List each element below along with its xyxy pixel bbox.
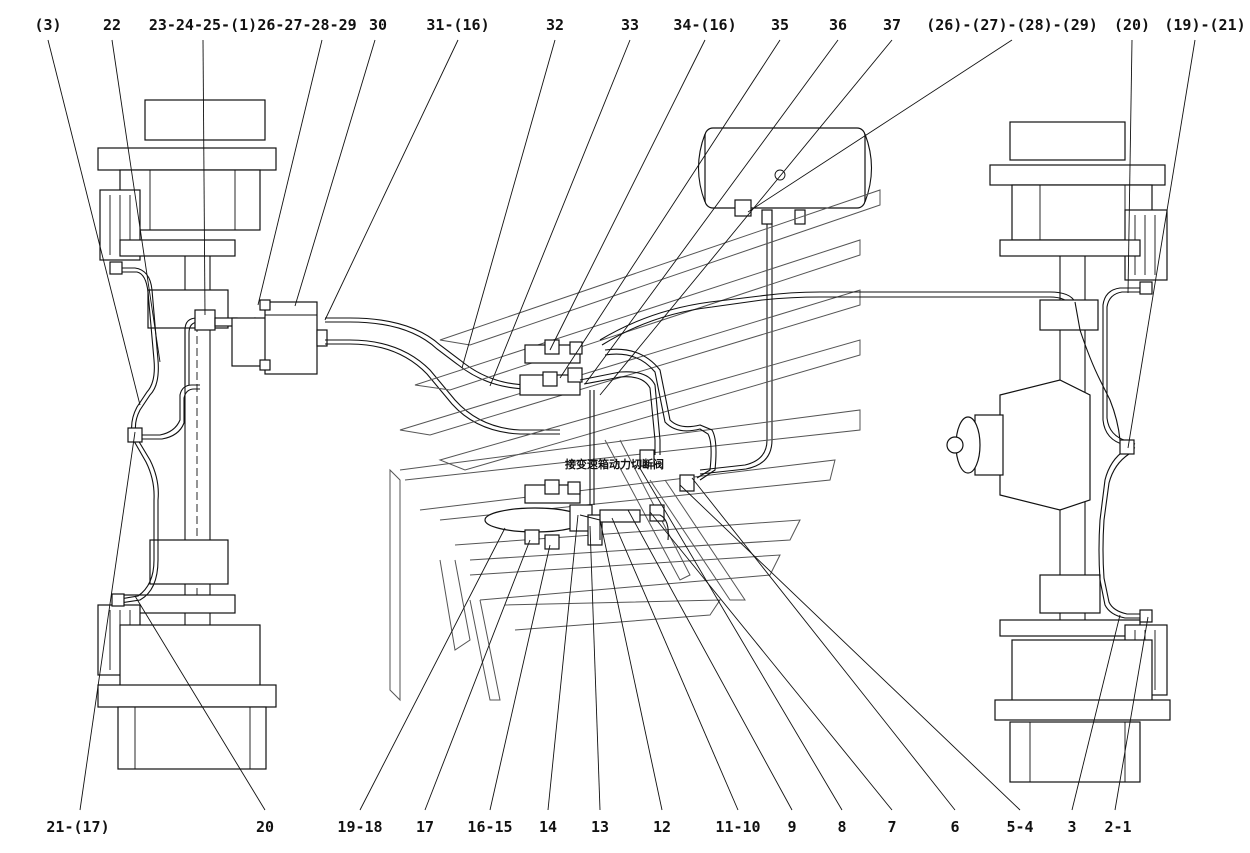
bottom-callout-labels: 21-(17) 20 19-18 17 16-15 14 13 12 11-10… [46, 818, 1131, 836]
callout-top-13: (26)-(27)-(28)-(29) [926, 16, 1098, 34]
callout-bottom-11: 8 [837, 818, 846, 836]
callout-top-10: 35 [771, 16, 789, 34]
left-axle-assembly [97, 99, 277, 770]
callout-bottom-13: 6 [950, 818, 959, 836]
callout-bottom-16: 2-1 [1104, 818, 1131, 836]
callout-top-14: (20) [1114, 16, 1150, 34]
callout-bottom-4: 17 [416, 818, 434, 836]
callout-bottom-7: 13 [591, 818, 609, 836]
center-valves [484, 339, 695, 550]
callout-bottom-12: 7 [887, 818, 896, 836]
callout-bottom-5: 16-15 [467, 818, 512, 836]
callout-bottom-6: 14 [539, 818, 557, 836]
brake-valve [194, 299, 328, 375]
right-brake-pipes [1074, 281, 1153, 623]
callout-bottom-3: 19-18 [337, 818, 382, 836]
main-hoses [325, 317, 560, 435]
callout-bottom-1: 21-(17) [46, 818, 109, 836]
callout-top-8: 33 [621, 16, 639, 34]
callout-top-7: 32 [546, 16, 564, 34]
right-axle-assembly [946, 121, 1171, 783]
center-pipes [579, 291, 1076, 541]
left-brake-pipes [109, 261, 215, 607]
callout-top-9: 34-(16) [673, 16, 736, 34]
air-tank [698, 127, 872, 475]
top-callout-labels: (3) 22 23-24-25-(1) 26-27-28-29 30 31-(1… [34, 16, 1245, 34]
callout-bottom-15: 3 [1067, 818, 1076, 836]
callout-top-12: 37 [883, 16, 901, 34]
callout-bottom-10: 9 [787, 818, 796, 836]
center-note: 接变速箱动力切断阀 [565, 457, 664, 471]
callout-top-3: 23-24-25-(1) [149, 16, 257, 34]
callout-bottom-8: 12 [653, 818, 671, 836]
callout-bottom-9: 11-10 [715, 818, 760, 836]
center-outline-shapes [389, 189, 881, 702]
leader-lines [47, 39, 1196, 811]
callout-top-1: (3) [34, 16, 61, 34]
callout-bottom-14: 5-4 [1006, 818, 1033, 836]
callout-top-15: (19)-(21) [1164, 16, 1245, 34]
callout-top-2: 22 [103, 16, 121, 34]
callout-top-11: 36 [829, 16, 847, 34]
callout-top-5: 30 [369, 16, 387, 34]
callout-top-4: 26-27-28-29 [257, 16, 356, 34]
callout-bottom-2: 20 [256, 818, 274, 836]
callout-top-6: 31-(16) [426, 16, 489, 34]
